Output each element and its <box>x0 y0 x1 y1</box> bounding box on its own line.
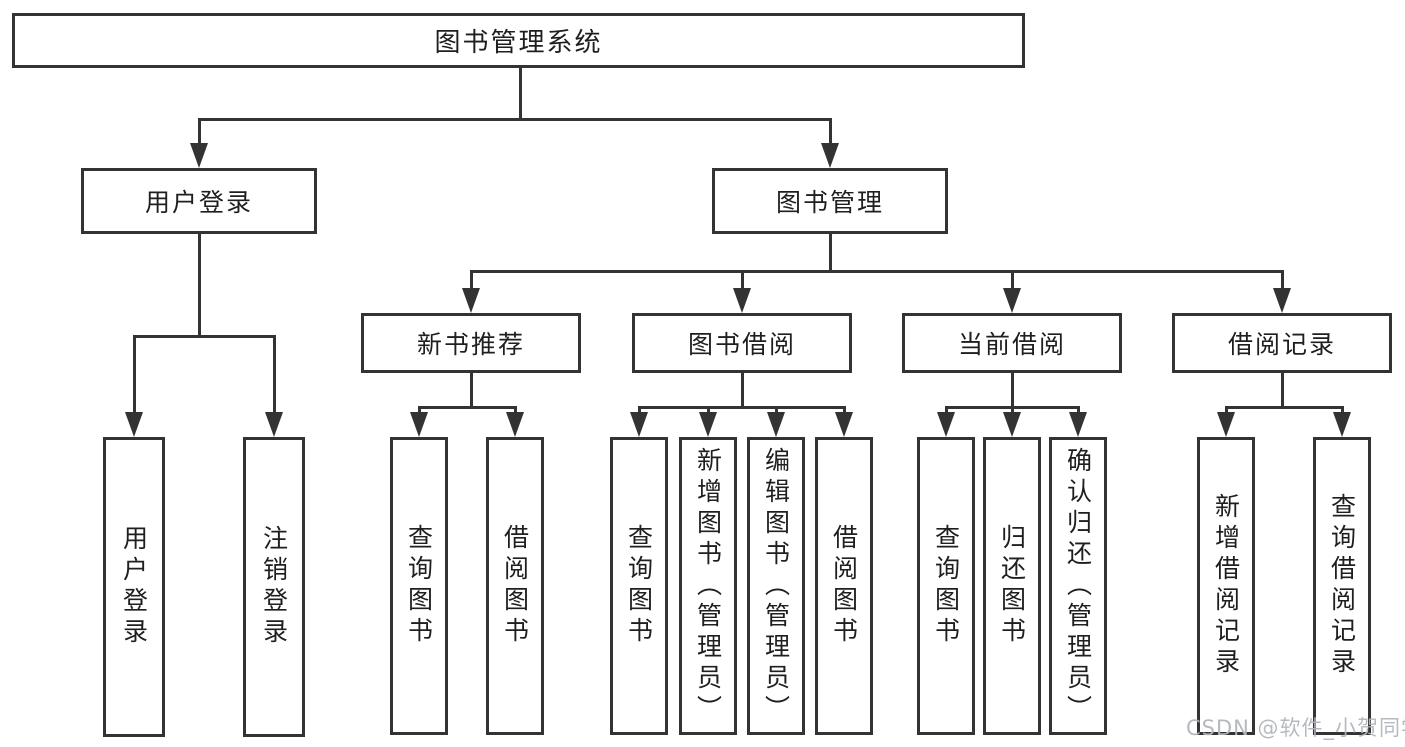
arrow-down-icon-nbr-query <box>410 412 428 437</box>
node-root: 图书管理系统 <box>12 13 1025 68</box>
arrow-down-icon-user-login <box>190 143 208 168</box>
arrow-down-icon-leaf-logout <box>265 412 283 437</box>
node-leaf-logout-login-label: 注销登录 <box>259 525 289 649</box>
node-user-login-label: 用户登录 <box>144 188 253 217</box>
node-leaf-logout-login: 注销登录 <box>243 437 305 737</box>
arrow-down-icon-borrow-record <box>1273 288 1291 313</box>
arrow-down-icon-bb-query <box>630 412 648 437</box>
connector-drop-bb-borrow <box>843 406 846 417</box>
node-leaf-bb-borrow-book: 借阅图书 <box>815 437 873 735</box>
node-leaf-user-login-label: 用户登录 <box>119 525 149 649</box>
arrow-down-icon-bb-edit <box>767 412 785 437</box>
arrow-down-icon-current-borrow <box>1003 288 1021 313</box>
arrow-down-icon-book-management <box>821 143 839 168</box>
node-leaf-cb-query-book: 查询图书 <box>917 437 975 735</box>
connector-drop-book-management <box>829 118 832 150</box>
node-borrow-record: 借阅记录 <box>1172 313 1392 373</box>
connector-drop-bb-edit <box>775 406 778 417</box>
node-leaf-bb-edit-book: 编辑图书（管理员） <box>747 437 805 735</box>
node-book-management-label: 图书管理 <box>775 188 884 217</box>
arrow-down-icon-br-query <box>1333 412 1351 437</box>
connector-drop-nbr-borrow <box>514 406 517 417</box>
node-borrow-record-label: 借阅记录 <box>1227 330 1336 359</box>
arrow-down-icon-book-borrow <box>733 288 751 313</box>
connector-drop-bb-add <box>707 406 710 417</box>
connector-borrow-record-bar <box>1225 406 1344 409</box>
connector-root-stem <box>519 68 522 120</box>
arrow-down-icon-leaf-user-login <box>125 412 143 437</box>
connector-drop-bb-query <box>638 406 641 417</box>
connector-user-login-stem <box>198 234 201 337</box>
connector-book-borrow-stem <box>741 373 744 408</box>
arrow-down-icon-nbr-borrow <box>506 412 524 437</box>
arrow-down-icon-bb-add <box>699 412 717 437</box>
connector-book-management-bar <box>470 270 1284 273</box>
node-user-login: 用户登录 <box>81 168 317 234</box>
node-leaf-nbr-query-book: 查询图书 <box>390 437 448 735</box>
node-leaf-br-query-record: 查询借阅记录 <box>1313 437 1371 735</box>
node-leaf-bb-add-book-label: 新增图书（管理员） <box>693 446 723 726</box>
node-leaf-bb-edit-book-label: 编辑图书（管理员） <box>761 446 791 726</box>
node-new-book-recommend-label: 新书推荐 <box>416 330 525 359</box>
connector-drop-cb-confirm <box>1077 406 1080 417</box>
node-leaf-cb-confirm-return: 确认归还（管理员） <box>1049 437 1107 735</box>
arrow-down-icon-cb-confirm <box>1069 412 1087 437</box>
connector-book-management-stem <box>829 234 832 272</box>
arrow-down-icon-cb-return <box>1003 412 1021 437</box>
connector-book-borrow-bar <box>638 406 846 409</box>
node-current-borrow-label: 当前借阅 <box>957 330 1066 359</box>
node-leaf-cb-return-book-label: 归还图书 <box>997 524 1027 648</box>
csdn-watermark: CSDN @软件_小贺同学 <box>1186 716 1405 740</box>
node-leaf-bb-query-book-label: 查询图书 <box>624 524 654 648</box>
node-leaf-bb-borrow-book-label: 借阅图书 <box>829 524 859 648</box>
node-current-borrow: 当前借阅 <box>902 313 1122 373</box>
node-leaf-br-query-record-label: 查询借阅记录 <box>1327 493 1357 679</box>
node-book-management: 图书管理 <box>712 168 948 234</box>
connector-drop-borrow-record <box>1281 270 1284 293</box>
node-leaf-bb-add-book: 新增图书（管理员） <box>679 437 737 735</box>
connector-drop-nbr-query <box>418 406 421 417</box>
arrow-down-icon-br-add <box>1217 412 1235 437</box>
connector-drop-cb-query <box>945 406 948 417</box>
node-leaf-nbr-query-book-label: 查询图书 <box>404 524 434 648</box>
connector-current-borrow-stem <box>1011 373 1014 408</box>
arrow-down-icon-cb-query <box>937 412 955 437</box>
connector-drop-leaf-logout <box>273 335 276 417</box>
connector-borrow-record-stem <box>1281 373 1284 408</box>
connector-drop-br-add <box>1225 406 1228 417</box>
node-leaf-bb-query-book: 查询图书 <box>610 437 668 735</box>
connector-new-book-recommend-bar <box>418 406 517 409</box>
connector-drop-leaf-user-login <box>133 335 136 417</box>
connector-drop-current-borrow <box>1011 270 1014 293</box>
node-leaf-cb-return-book: 归还图书 <box>983 437 1041 735</box>
node-leaf-br-add-record: 新增借阅记录 <box>1197 437 1255 735</box>
arrow-down-icon-new-book-recommend <box>462 288 480 313</box>
connector-drop-book-borrow <box>741 270 744 293</box>
connector-user-login-bar <box>133 335 276 338</box>
connector-drop-cb-return <box>1011 406 1014 417</box>
node-root-label: 图书管理系统 <box>434 28 603 58</box>
node-book-borrow: 图书借阅 <box>632 313 852 373</box>
connector-drop-br-query <box>1341 406 1344 417</box>
node-leaf-cb-confirm-return-label: 确认归还（管理员） <box>1063 446 1093 726</box>
connector-drop-new-book-recommend <box>470 270 473 293</box>
arrow-down-icon-bb-borrow <box>835 412 853 437</box>
node-leaf-nbr-borrow-book: 借阅图书 <box>486 437 544 735</box>
connector-drop-user-login <box>198 118 201 150</box>
node-leaf-br-add-record-label: 新增借阅记录 <box>1211 493 1241 679</box>
node-leaf-nbr-borrow-book-label: 借阅图书 <box>500 524 530 648</box>
connector-new-book-recommend-stem <box>470 373 473 408</box>
node-book-borrow-label: 图书借阅 <box>687 330 796 359</box>
node-new-book-recommend: 新书推荐 <box>361 313 581 373</box>
connector-root-bar <box>198 118 832 121</box>
node-leaf-cb-query-book-label: 查询图书 <box>931 524 961 648</box>
node-leaf-user-login: 用户登录 <box>103 437 165 737</box>
